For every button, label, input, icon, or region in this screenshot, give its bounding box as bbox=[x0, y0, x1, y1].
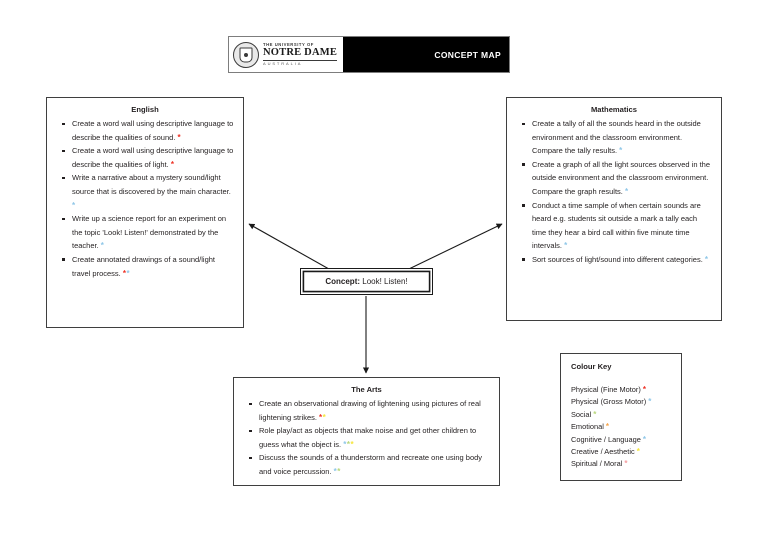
colour-key-row: Emotional * bbox=[571, 422, 610, 432]
colour-key-row: Cognitive / Language * bbox=[571, 434, 647, 444]
node-arts-list: Create an observational drawing of light… bbox=[242, 397, 491, 479]
list-item: Discuss the sounds of a thunderstorm and… bbox=[249, 451, 491, 478]
list-item: Create an observational drawing of light… bbox=[249, 397, 491, 424]
colour-key-row: Social * bbox=[571, 409, 597, 419]
university-logo: THE UNIVERSITY OF NOTRE DAME AUSTRALIA bbox=[229, 37, 343, 72]
list-item: Create a tally of all the sounds heard i… bbox=[522, 117, 713, 158]
colour-key-rows: Physical (Fine Motor) * Physical (Gross M… bbox=[571, 384, 681, 471]
node-mathematics-title: Mathematics bbox=[590, 105, 637, 114]
page-title: CONCEPT MAP bbox=[434, 49, 501, 60]
node-english-title: English bbox=[131, 105, 159, 114]
list-item: Write a narrative about a mystery sound/… bbox=[62, 171, 235, 212]
asterisk-marker-blue: * bbox=[100, 241, 105, 251]
list-item: Create a word wall using descriptive lan… bbox=[62, 117, 235, 144]
asterisk-marker-blue: * bbox=[126, 268, 131, 278]
asterisk-marker-green: * bbox=[346, 439, 351, 449]
asterisk-marker-blue: * bbox=[624, 186, 629, 196]
university-line1: THE UNIVERSITY OF bbox=[263, 41, 314, 47]
asterisk-marker-blue: * bbox=[564, 241, 568, 251]
asterisk-marker-blue: * bbox=[619, 146, 623, 156]
header-banner: THE UNIVERSITY OF NOTRE DAME AUSTRALIA C… bbox=[228, 36, 510, 73]
list-item: Sort sources of light/sound into differe… bbox=[522, 253, 713, 267]
colour-key-row: Physical (Gross Motor) * bbox=[571, 397, 652, 407]
asterisk-marker-green: * bbox=[593, 409, 597, 419]
asterisk-marker-blue: * bbox=[704, 254, 709, 264]
list-item: Write up a science report for an experim… bbox=[62, 212, 235, 253]
list-item: Create a word wall using descriptive lan… bbox=[62, 144, 235, 171]
asterisk-marker-blue: * bbox=[333, 466, 338, 476]
asterisk-marker-green: * bbox=[337, 466, 341, 476]
asterisk-marker-orange: * bbox=[605, 422, 610, 432]
colour-key-title: Colour Key bbox=[571, 362, 612, 371]
asterisk-marker-pink: * bbox=[624, 459, 629, 469]
colour-key-row: Spiritual / Moral * bbox=[571, 459, 629, 469]
colour-key-row: Physical (Fine Motor) * bbox=[571, 385, 647, 394]
asterisk-marker-yellow: * bbox=[322, 412, 327, 422]
node-arts[interactable]: The Arts Create an observational drawing… bbox=[233, 377, 500, 486]
asterisk-marker-blue: * bbox=[648, 397, 652, 407]
colour-key-panel: Colour Key Physical (Fine Motor) *Physic… bbox=[560, 353, 682, 481]
asterisk-marker-red: * bbox=[642, 385, 647, 394]
node-concept-central[interactable]: Concept: Look! Listen! bbox=[300, 268, 433, 295]
list-item: Create annotated drawings of a sound/lig… bbox=[62, 253, 235, 280]
asterisk-marker-red: * bbox=[170, 159, 175, 169]
university-line2: NOTRE DAME bbox=[263, 48, 338, 61]
notre-dame-crest-icon bbox=[233, 41, 259, 68]
asterisk-marker-yellow: * bbox=[636, 447, 641, 457]
list-item: Create a graph of all the light sources … bbox=[522, 158, 713, 199]
colour-key-row: Creative / Aesthetic * bbox=[571, 447, 641, 457]
list-item: Conduct a time sample of when certain so… bbox=[522, 199, 713, 253]
asterisk-marker-yellow: * bbox=[350, 439, 355, 449]
header-title-bar: CONCEPT MAP bbox=[343, 37, 509, 72]
asterisk-marker-blue: * bbox=[343, 439, 347, 449]
asterisk-marker-red: * bbox=[319, 412, 323, 422]
node-english[interactable]: English Create a word wall using descrip… bbox=[46, 97, 244, 328]
list-item: Role play/act as objects that make noise… bbox=[249, 424, 491, 451]
asterisk-marker-blue: * bbox=[642, 434, 647, 444]
node-arts-title: The Arts bbox=[351, 385, 382, 394]
node-mathematics-list: Create a tally of all the sounds heard i… bbox=[515, 117, 713, 267]
asterisk-marker-blue: * bbox=[72, 200, 76, 210]
university-line3: AUSTRALIA bbox=[263, 61, 303, 67]
concept-text: Concept: Look! Listen! bbox=[325, 277, 408, 286]
asterisk-marker-red: * bbox=[177, 132, 182, 142]
node-english-list: Create a word wall using descriptive lan… bbox=[55, 117, 235, 280]
university-wordmark: THE UNIVERSITY OF NOTRE DAME AUSTRALIA bbox=[263, 41, 338, 67]
node-mathematics[interactable]: Mathematics Create a tally of all the so… bbox=[506, 97, 722, 321]
asterisk-marker-red: * bbox=[122, 268, 127, 278]
